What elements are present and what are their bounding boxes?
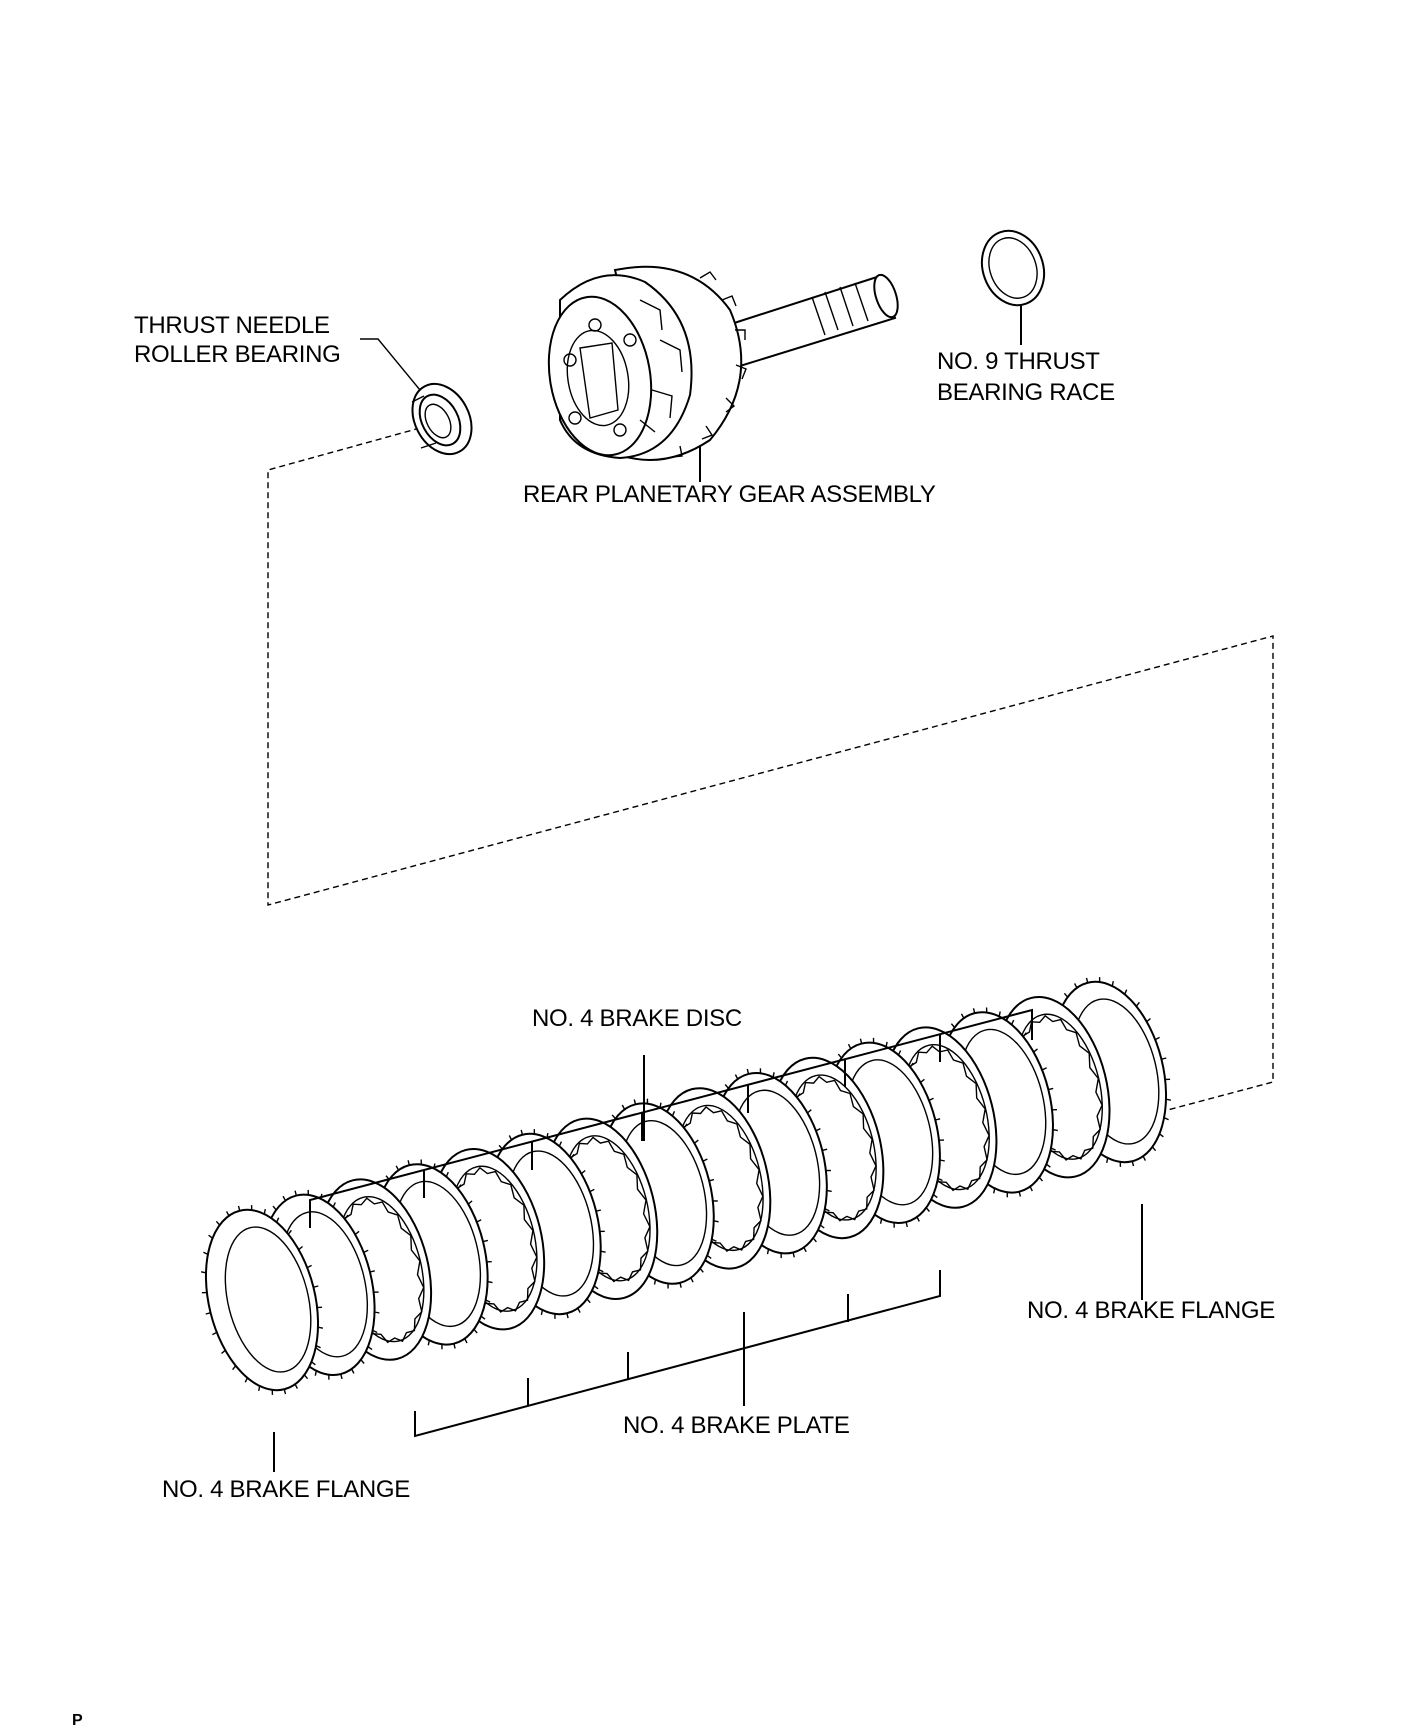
label-brake-flange-right: NO. 4 BRAKE FLANGE xyxy=(1027,1297,1275,1324)
leader-thrust-needle xyxy=(360,338,421,391)
rear-planetary-gear-assembly xyxy=(547,265,899,461)
label-rear-planetary: REAR PLANETARY GEAR ASSEMBLY xyxy=(523,481,936,508)
label-race-line1: NO. 9 THRUST xyxy=(937,348,1100,375)
no9-thrust-bearing-race xyxy=(980,229,1046,307)
label-brake-flange-left: NO. 4 BRAKE FLANGE xyxy=(162,1476,410,1503)
alignment-guide-dashed xyxy=(267,427,1274,1113)
clutch-pack xyxy=(200,977,1172,1395)
thrust-needle-roller-bearing xyxy=(411,382,473,456)
page-marker: P xyxy=(72,1712,83,1729)
bracket-brake-disc xyxy=(309,1008,1033,1228)
label-brake-disc: NO. 4 BRAKE DISC xyxy=(532,1005,742,1032)
label-brake-plate: NO. 4 BRAKE PLATE xyxy=(623,1412,850,1439)
brake-flange-0 xyxy=(200,1205,324,1395)
label-thrust-needle-line1: THRUST NEEDLE xyxy=(134,312,330,339)
bracket-brake-plate xyxy=(414,1270,941,1438)
label-thrust-needle-line2: ROLLER BEARING xyxy=(134,341,341,368)
label-race-line2: BEARING RACE xyxy=(937,379,1115,406)
